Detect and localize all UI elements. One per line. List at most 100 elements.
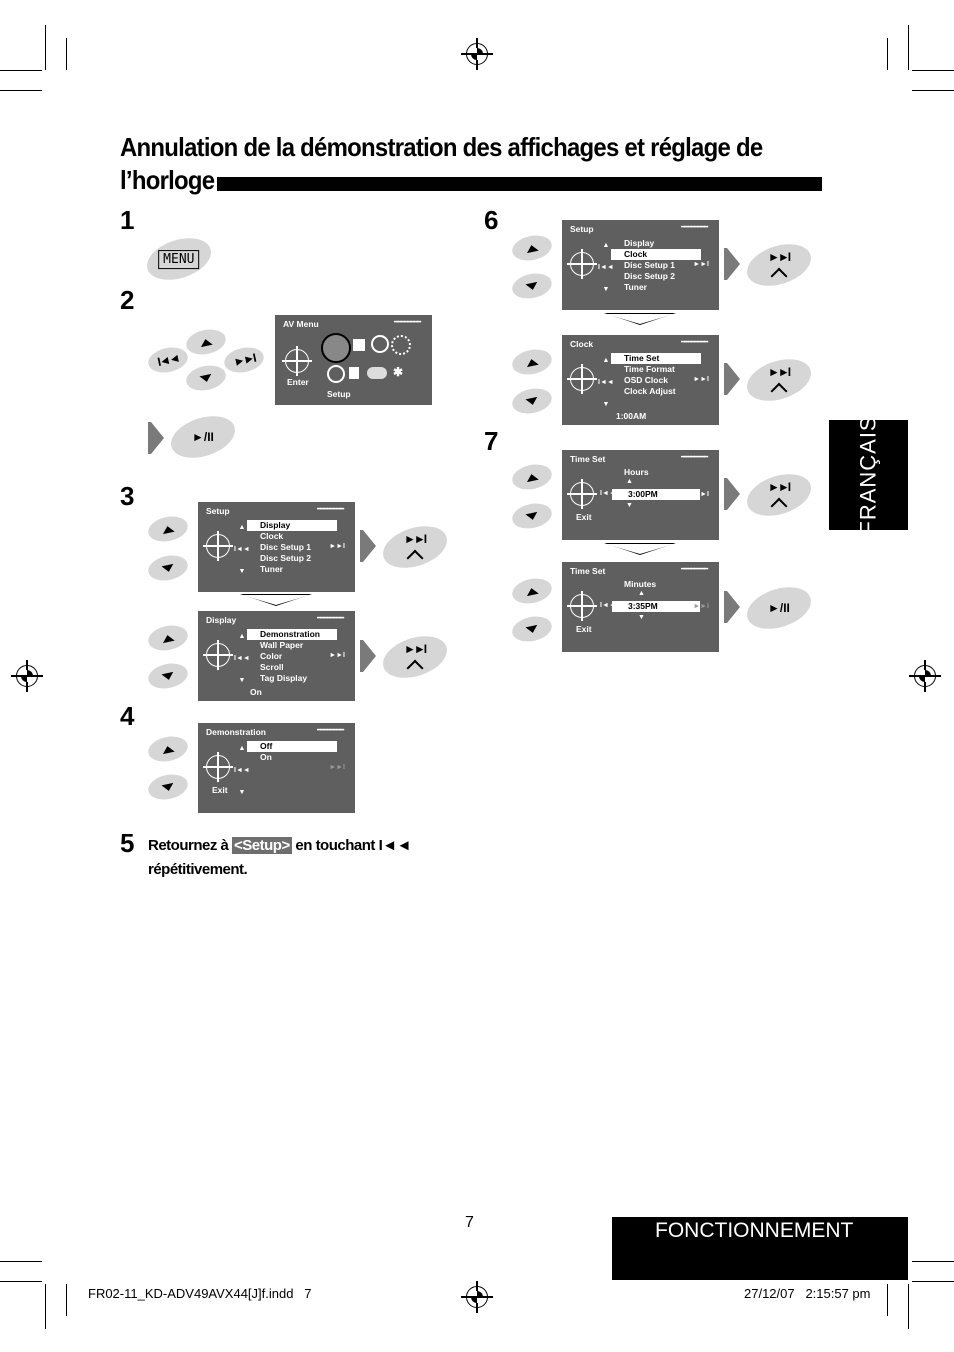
clock-menu: Time Set Time Format OSD Clock Clock Adj… — [611, 353, 701, 397]
nav-arrows: ▲I◄◄▼ — [598, 357, 614, 408]
menu-item-tuner[interactable]: Tuner — [624, 282, 647, 292]
down-button[interactable] — [509, 270, 555, 302]
right-arrow-icon — [363, 640, 376, 672]
up-arrow-icon — [525, 357, 539, 367]
up-button[interactable] — [145, 622, 191, 654]
crop-mark — [912, 70, 954, 71]
page-number: 7 — [465, 1214, 474, 1231]
step-number: 5 — [120, 828, 135, 858]
crop-mark — [912, 90, 954, 91]
up-arrow-icon — [161, 524, 175, 534]
next-button[interactable]: ►►I — [741, 236, 817, 294]
menu-item-display[interactable]: Display — [624, 238, 655, 248]
menu-item-osd-clock[interactable]: OSD Clock — [624, 375, 668, 385]
down-arrow-icon — [199, 373, 213, 383]
up-button[interactable] — [509, 575, 555, 607]
footer-file-info: FR02-11_KD-ADV49AVX44[J]f.indd 7 — [88, 1286, 312, 1301]
page-title-line1: Annulation de la démonstration des affic… — [120, 132, 763, 162]
next-button[interactable]: ►►I — [741, 466, 817, 524]
down-button[interactable] — [145, 771, 191, 803]
hours-value[interactable]: 3:00PM — [612, 489, 700, 500]
down-arrow-icon — [525, 396, 539, 406]
step-number: 7 — [484, 426, 499, 456]
prev-indicator-icon: I◄◄ — [600, 602, 616, 609]
crop-mark — [66, 1284, 67, 1316]
menu-item-disc-setup-2[interactable]: Disc Setup 2 — [260, 553, 312, 563]
menu-item-disc-setup-1[interactable]: Disc Setup 1 — [624, 260, 676, 270]
menu-button[interactable]: MENU — [141, 230, 217, 288]
next-button[interactable]: ►►I — [377, 518, 453, 576]
screen-dashes: ━━━━━━━━ — [317, 727, 344, 734]
next-icon: ►►I — [404, 642, 426, 656]
screen-header: Demonstration — [206, 727, 266, 737]
down-button[interactable] — [145, 552, 191, 584]
next-indicator-icon: ►►I — [693, 603, 709, 610]
play-pause-button[interactable]: ►/II — [165, 408, 241, 466]
menu-item-disc-setup-1[interactable]: Disc Setup 1 — [260, 542, 312, 552]
up-button[interactable] — [509, 461, 555, 493]
menu-item-clock-adjust[interactable]: Clock Adjust — [624, 386, 676, 396]
next-button[interactable]: ►►I — [741, 351, 817, 409]
joystick-icon — [567, 249, 597, 279]
next-button-content: ►►I — [768, 248, 790, 285]
down-button[interactable] — [183, 362, 229, 394]
menu-item-on[interactable]: On — [260, 752, 272, 762]
screen-dashes: ━━━━━━━━ — [394, 319, 421, 326]
down-button[interactable] — [509, 613, 555, 645]
av-menu-screen: AV Menu ━━━━━━━━ Enter ✱ Setup — [275, 315, 432, 405]
menu-button-label: MENU — [158, 249, 200, 269]
menu-item-time-format[interactable]: Time Format — [624, 364, 675, 374]
joystick-icon — [203, 531, 233, 561]
screen-header: Clock — [570, 339, 594, 349]
next-button[interactable]: ►►I — [221, 344, 267, 376]
up-button[interactable] — [509, 232, 555, 264]
next-icon: ►►I — [404, 532, 426, 546]
prev-icon: I◄◄ — [156, 350, 180, 370]
up-button[interactable] — [509, 346, 555, 378]
menu-item-demonstration[interactable]: Demonstration — [247, 629, 337, 640]
minutes-value[interactable]: 3:35PM — [612, 601, 700, 612]
right-arrow-icon — [727, 591, 740, 623]
people-icon — [367, 367, 387, 379]
page-title-line2: l’horloge — [120, 165, 215, 195]
menu-item-time-set[interactable]: Time Set — [611, 353, 701, 364]
down-button[interactable] — [509, 500, 555, 532]
down-button[interactable] — [145, 660, 191, 692]
language-tab: FRANÇAIS — [829, 415, 908, 535]
up-button[interactable] — [183, 326, 229, 358]
play-pause-button[interactable]: ►/II — [741, 579, 817, 637]
up-arrow-icon: ▲ — [626, 478, 633, 485]
down-arrow-icon — [525, 281, 539, 291]
crop-mark — [912, 1261, 954, 1262]
menu-item-tag-display[interactable]: Tag Display — [260, 673, 308, 683]
step5-instruction: Retournez à <Setup> en touchant I◄◄ répé… — [148, 834, 411, 882]
up-button[interactable] — [145, 513, 191, 545]
step5-text-pre: Retournez à — [148, 837, 229, 854]
exit-label: Exit — [576, 512, 592, 522]
menu-item-disc-setup-2[interactable]: Disc Setup 2 — [624, 271, 676, 281]
menu-item-clock[interactable]: Clock — [260, 531, 284, 541]
display-menu: Demonstration Wall Paper Color Scroll Ta… — [247, 629, 337, 684]
menu-item-color[interactable]: Color — [260, 651, 283, 661]
menu-item-wall-paper[interactable]: Wall Paper — [260, 640, 304, 650]
up-arrow-icon — [525, 586, 539, 596]
menu-item-scroll[interactable]: Scroll — [260, 662, 284, 672]
down-button[interactable] — [509, 385, 555, 417]
prev-button[interactable]: I◄◄ — [145, 344, 191, 376]
demonstration-screen: Demonstration ━━━━━━━━ ▲I◄◄▼ Off On ►►I … — [198, 723, 355, 813]
down-arrow-icon — [161, 671, 175, 681]
setup-menu: Display Clock Disc Setup 1 Disc Setup 2 … — [611, 238, 701, 293]
step-number: 4 — [120, 701, 135, 731]
registration-mark-icon — [909, 660, 941, 692]
menu-item-tuner[interactable]: Tuner — [260, 564, 283, 574]
crop-mark — [66, 38, 67, 70]
menu-item-clock[interactable]: Clock — [611, 249, 701, 260]
menu-item-off[interactable]: Off — [247, 741, 337, 752]
exit-label: Exit — [212, 785, 228, 795]
menu-item-display[interactable]: Display — [247, 520, 337, 531]
setup-screen: Setup ━━━━━━━━ ▲I◄◄▼ Display Clock Disc … — [198, 502, 355, 592]
current-value: On — [250, 687, 262, 697]
up-button[interactable] — [145, 733, 191, 765]
time-set-minutes-screen: Time Set ━━━━━━━━ Minutes ▲ I◄◄ 3:35PM ▼… — [562, 562, 719, 652]
next-button[interactable]: ►►I — [377, 628, 453, 686]
